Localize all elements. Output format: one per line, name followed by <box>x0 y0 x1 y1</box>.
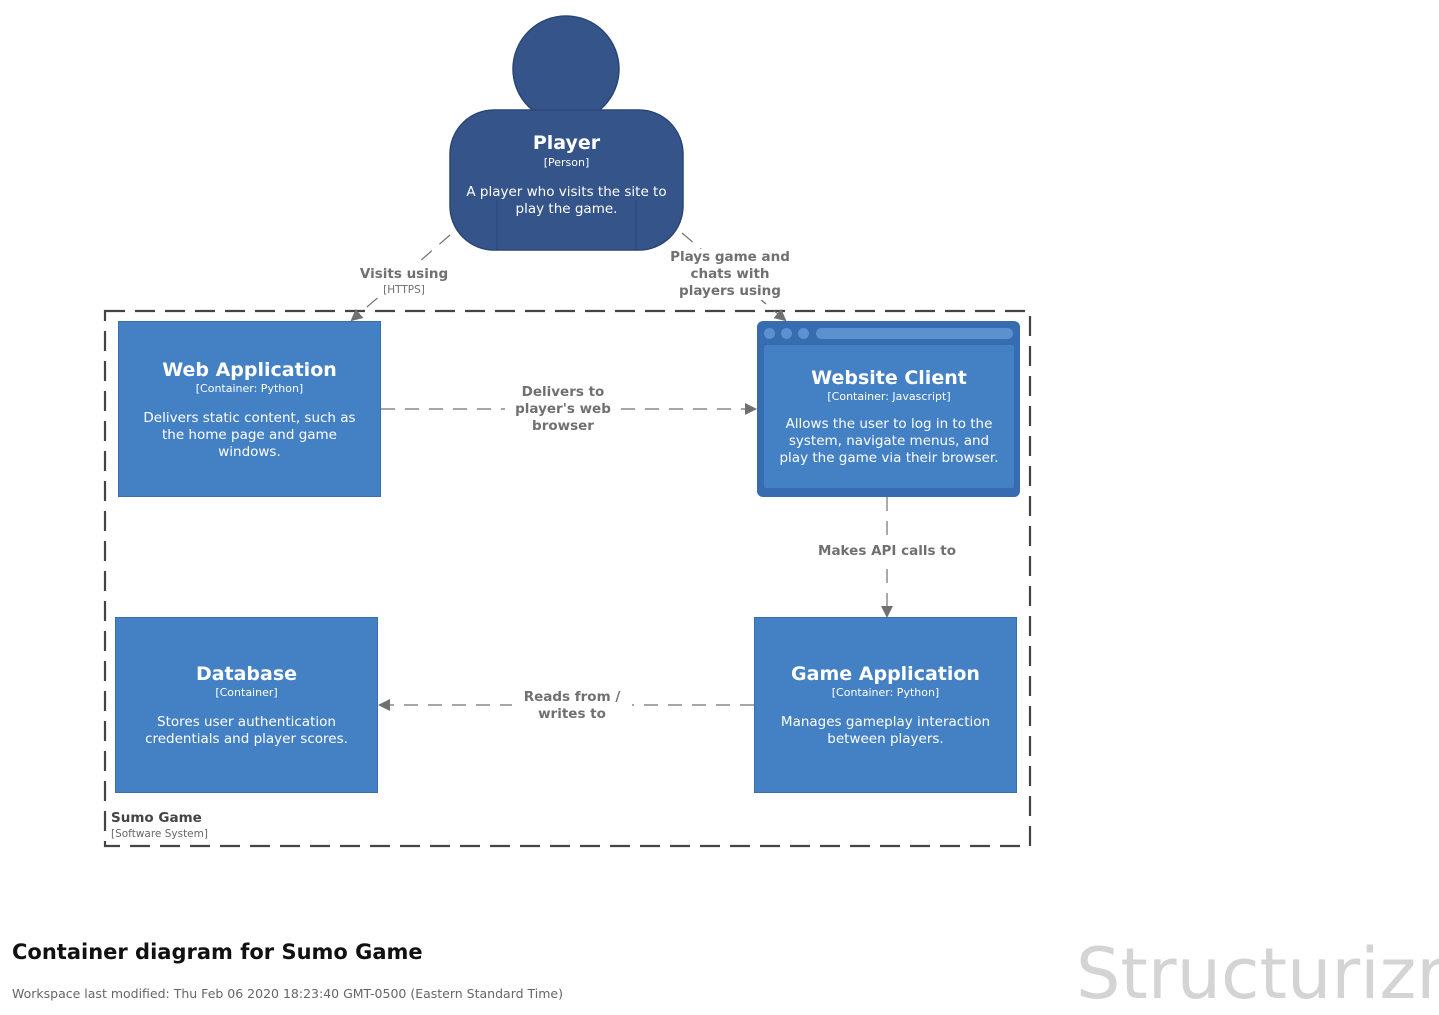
browser-address-bar <box>816 328 1013 339</box>
edge-label-visits-text: Visits using <box>359 266 449 282</box>
edge-label-api-text: Makes API calls to <box>818 543 956 559</box>
edge-label-plays-text: Plays game and chats with players using <box>670 249 790 299</box>
edge-label-api: Makes API calls to <box>817 543 957 560</box>
web-application-kind: [Container: Python] <box>195 381 304 395</box>
player-name: Player <box>532 132 601 154</box>
structurizr-logo: Structurizr <box>1076 933 1439 1015</box>
edge-label-visits: Visits using [HTTPS] <box>352 266 456 297</box>
player-body <box>449 109 684 251</box>
player-kind: [Person] <box>543 156 590 169</box>
edge-visits <box>350 234 451 322</box>
edge-label-reads: Reads from / writes to <box>512 689 632 723</box>
web-application-name: Web Application <box>162 358 337 381</box>
software-system-boundary <box>103 309 1032 848</box>
player-head <box>512 15 620 123</box>
website-client-kind: [Container: Javascript] <box>827 390 951 403</box>
player-node[interactable]: Player [Person] A player who visits the … <box>450 130 683 218</box>
browser-dot-icon <box>781 328 792 339</box>
website-client-description: Allows the user to log in to the system,… <box>779 416 999 466</box>
boundary-kind: [Software System] <box>111 828 208 840</box>
game-application-kind: [Container: Python] <box>831 686 940 699</box>
edge-label-plays: Plays game and chats with players using <box>668 249 792 300</box>
workspace-modified: Workspace last modified: Thu Feb 06 2020… <box>12 986 563 1001</box>
website-client-name: Website Client <box>811 367 967 389</box>
boundary-name: Sumo Game <box>111 810 202 826</box>
database-kind: [Container] <box>215 686 278 699</box>
edge-label-delivers-text: Delivers to player's web browser <box>515 384 611 434</box>
game-application-name: Game Application <box>791 663 980 685</box>
web-application-description: Delivers static content, such as the hom… <box>143 409 356 460</box>
player-description: A player who visits the site to play the… <box>466 184 667 217</box>
web-application-node[interactable]: Web Application [Container: Python] Deli… <box>118 321 381 497</box>
game-application-node[interactable]: Game Application [Container: Python] Man… <box>754 617 1017 793</box>
player-figure[interactable] <box>449 15 684 251</box>
game-application-description: Manages gameplay interaction between pla… <box>780 714 991 747</box>
website-client-content[interactable]: Website Client [Container: Javascript] A… <box>764 345 1014 488</box>
database-node[interactable]: Database [Container] Stores user authent… <box>115 617 378 793</box>
browser-dot-icon <box>798 328 809 339</box>
edge-label-visits-tech: [HTTPS] <box>383 284 425 296</box>
database-name: Database <box>195 663 298 685</box>
edge-label-reads-text: Reads from / writes to <box>523 689 621 722</box>
database-description: Stores user authentication credentials a… <box>145 714 348 747</box>
diagram-title: Container diagram for Sumo Game <box>12 940 423 964</box>
browser-dot-icon <box>764 328 775 339</box>
edge-label-delivers: Delivers to player's web browser <box>505 384 621 435</box>
